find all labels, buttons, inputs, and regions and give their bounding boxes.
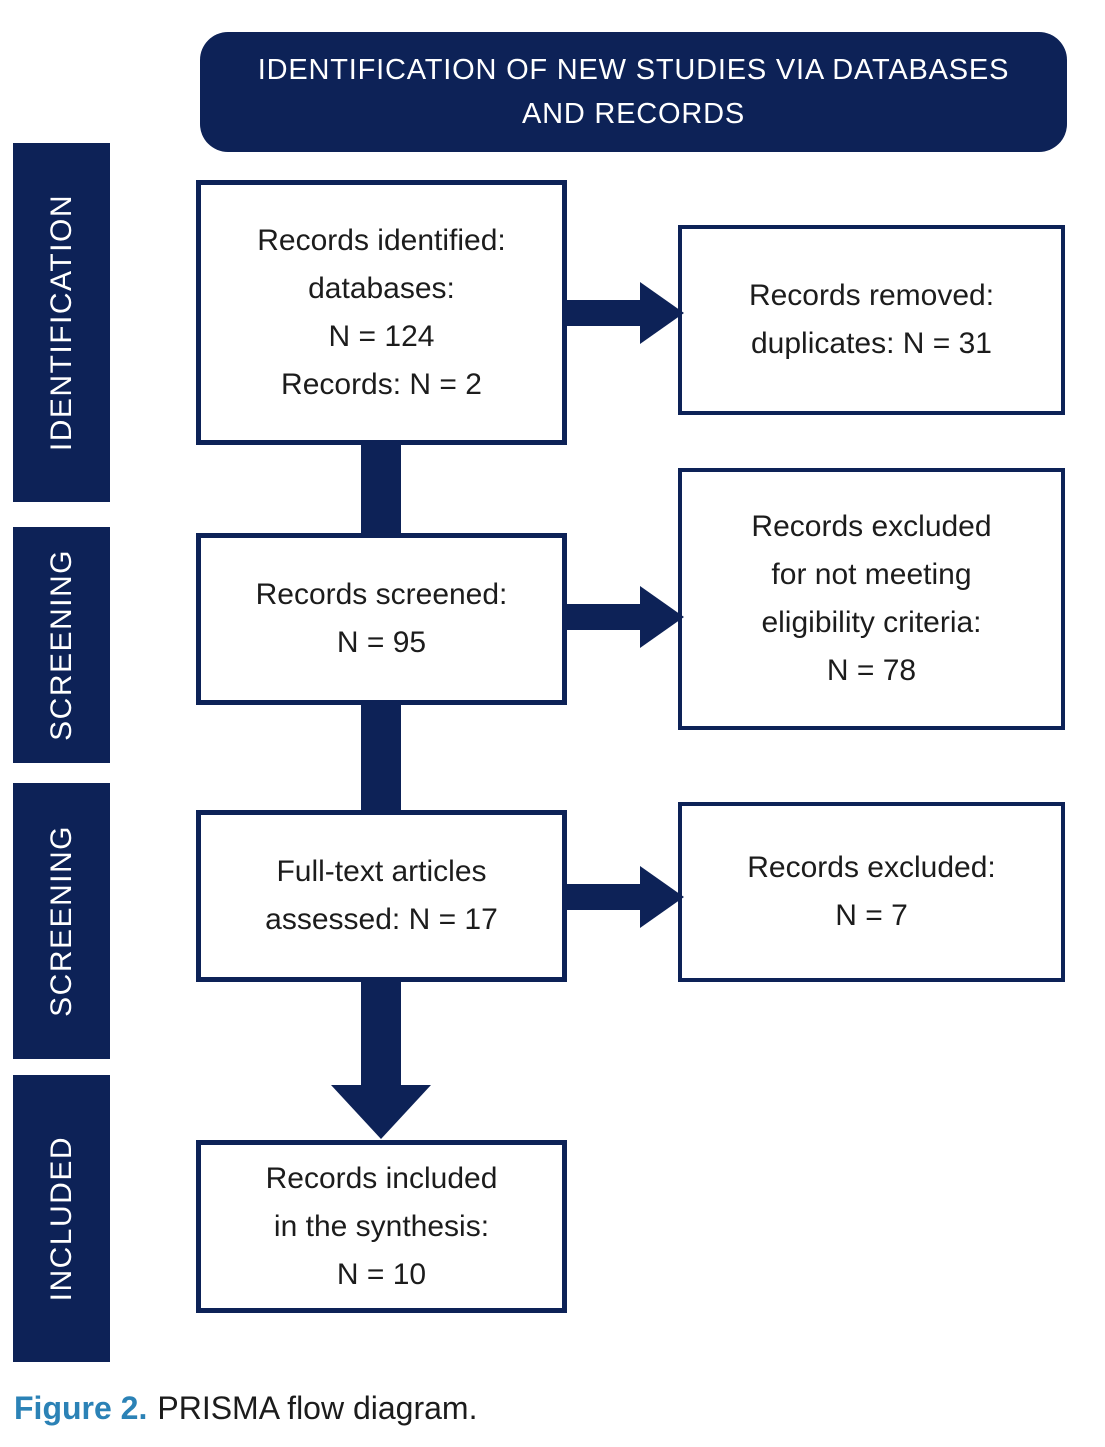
down-connector-1 <box>361 445 401 537</box>
figure-caption-text: PRISMA flow diagram. <box>157 1390 478 1426</box>
right-arrow-icon-2 <box>640 586 684 648</box>
right-arrow-icon-3 <box>640 866 684 928</box>
stage-label: IDENTIFICATION <box>44 193 78 452</box>
stage-bar-identification: IDENTIFICATION <box>13 143 110 502</box>
box-text: Records excluded: N = 7 <box>747 851 996 932</box>
box-text: Records excluded for not meeting eligibi… <box>751 510 992 687</box>
box-fulltext-assessed: Full-text articles assessed: N = 17 <box>196 810 567 982</box>
down-arrow-icon <box>331 1085 431 1139</box>
box-records-identified: Records identified: databases: N = 124 R… <box>196 180 567 445</box>
right-arrow-icon-1 <box>640 282 684 344</box>
box-records-included: Records included in the synthesis: N = 1… <box>196 1140 567 1313</box>
box-text: Records screened: N = 95 <box>255 578 508 659</box>
down-arrow-shaft <box>361 980 401 1087</box>
stage-bar-screening-1: SCREENING <box>13 527 110 763</box>
down-connector-2 <box>361 705 401 814</box>
box-text: Records included in the synthesis: N = 1… <box>265 1161 498 1291</box>
right-arrow-shaft-2 <box>567 604 642 630</box>
stage-label: INCLUDED <box>44 1135 78 1302</box>
diagram-header-banner: IDENTIFICATION OF NEW STUDIES VIA DATABA… <box>200 32 1067 152</box>
figure-caption: Figure 2.PRISMA flow diagram. <box>14 1390 477 1427</box>
box-text: Full-text articles assessed: N = 17 <box>265 855 498 936</box>
stage-label: SCREENING <box>44 549 78 741</box>
box-records-screened: Records screened: N = 95 <box>196 533 567 705</box>
box-records-excluded: Records excluded: N = 7 <box>678 802 1065 982</box>
box-records-removed: Records removed: duplicates: N = 31 <box>678 225 1065 415</box>
stage-bar-screening-2: SCREENING <box>13 783 110 1059</box>
right-arrow-shaft-1 <box>567 300 642 326</box>
box-text: Records identified: databases: N = 124 R… <box>257 223 506 401</box>
stage-label: SCREENING <box>44 825 78 1017</box>
figure-caption-label: Figure 2. <box>14 1390 148 1426</box>
diagram-header-title: IDENTIFICATION OF NEW STUDIES VIA DATABA… <box>257 54 1010 130</box>
stage-bar-included: INCLUDED <box>13 1075 110 1362</box>
box-text: Records removed: duplicates: N = 31 <box>748 279 995 360</box>
box-records-excluded-eligibility: Records excluded for not meeting eligibi… <box>678 468 1065 730</box>
right-arrow-shaft-3 <box>567 884 642 910</box>
